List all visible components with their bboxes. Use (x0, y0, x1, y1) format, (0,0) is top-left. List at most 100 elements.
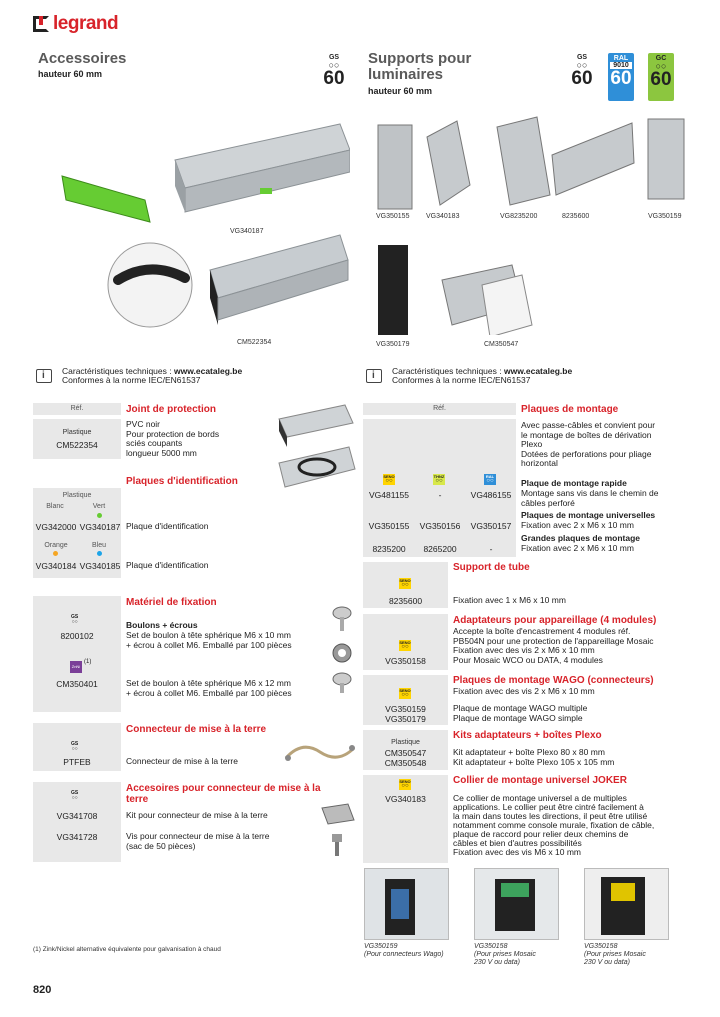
desc-line: Ce collier de montage universel a de mul… (453, 793, 627, 803)
desc-line: PVC noir (126, 419, 161, 429)
ring-icon: ○○ (435, 478, 443, 484)
mounting-plate-illustration (647, 118, 685, 200)
badge-sub: 9010 (610, 62, 632, 69)
caption-vg350155: VG350155 (376, 213, 410, 220)
footnote-marker: (1) (84, 659, 92, 665)
kits-ref-cell (363, 730, 448, 770)
rapide-desc: Montage sans vis dans le chemin de câble… (521, 488, 659, 508)
desc-line: Plexo (521, 439, 543, 449)
grandes-ref3: - (489, 544, 493, 554)
fixation-heading: Matériel de fixation (126, 597, 217, 608)
seno-label: SENO (383, 474, 395, 479)
left-product-illustrations (61, 123, 350, 328)
rapide-ref1: VG481155 (368, 490, 409, 500)
info-icon (366, 369, 382, 383)
adapt-desc: Accepte la boîte d'encastrement 4 module… (453, 626, 654, 665)
univ-bold: Plaques de montage universelles (521, 510, 656, 520)
acc-terre-desc1: Kit pour connecteur de mise à la terre (126, 810, 268, 820)
right-title-line2: luminaires (368, 66, 444, 83)
fixation-ref-cell (33, 596, 121, 712)
joint-zoom-circle (107, 242, 193, 328)
desc-line: Vis pour connecteur de mise à la terre (126, 831, 270, 841)
terre-heading: Connecteur de mise à la terre (126, 724, 267, 735)
joker-heading: Collier de montage universel JOKER (453, 775, 627, 786)
joint-ref: CM522354 (56, 440, 98, 450)
info-prefix: Caractéristiques techniques : (62, 366, 174, 376)
right-section-subtitle: hauteur 60 mm (368, 86, 433, 96)
kits-material: Plastique (391, 739, 420, 746)
tube-heading: Support de tube (453, 562, 530, 573)
photo-mosaic-adapter-1 (474, 868, 559, 940)
desc-line: le montage de boîtes de dérivation (521, 429, 652, 440)
ring-icon: ○○ (401, 582, 409, 588)
color-vert: Vert (92, 503, 106, 510)
ref-header: Réf. (70, 405, 84, 412)
desc-line: plaque de raccord pour relier deux chemi… (453, 829, 629, 839)
caption-vg8235200: VG8235200 (500, 213, 538, 220)
mounting-plate-illustration (377, 124, 413, 210)
acc-terre-ref1: VG341708 (56, 811, 98, 821)
seno-badge: SENO○○ (399, 688, 411, 699)
desc-line: Avec passe-câbles et convient pour (521, 420, 656, 430)
gs-mini-badge: GS○○ (71, 791, 78, 801)
caption-vg350179: VG350179 (376, 341, 410, 348)
ral-badge: RAL 9010 60 (608, 53, 634, 101)
joker-ref: VG340183 (385, 794, 426, 804)
color-blanc: Blanc (46, 503, 64, 510)
plaques-montage-intro: Avec passe-câbles et convient pour le mo… (521, 420, 656, 469)
desc-line: Dotées de perforations pour pliage (521, 448, 652, 459)
heading-line: Accesoires pour connecteur de mise à la (126, 783, 321, 794)
acc-terre-desc2: Vis pour connecteur de mise à la terre (… (126, 831, 270, 851)
photo-mosaic-adapter-2 (584, 868, 669, 940)
ref-header-cell (33, 403, 121, 415)
plaques-row1-desc: Plaque d'identification (126, 521, 209, 531)
badge-label: GS (328, 54, 340, 61)
cable-tray-joint-illustration (209, 234, 349, 325)
seno-label: SENO (399, 779, 411, 784)
page-number: 820 (33, 984, 52, 996)
info-standard: Conformes à la norme IEC/EN61537 (392, 375, 531, 385)
ring-icon: ○○ (655, 61, 667, 71)
caption-vg350159: VG350159 (648, 213, 682, 220)
seno-badge: SENO○○ (399, 578, 411, 589)
photo-code: VG350159 (364, 943, 398, 950)
badge-label: RAL (613, 55, 629, 62)
ring-icon: ○○ (71, 795, 78, 801)
brand-name: legrand (53, 13, 119, 34)
green-id-plate-illustration (61, 175, 151, 223)
plaques-ref-cell (33, 488, 121, 578)
desc-line: câbles et bien d'autres possibilités (453, 838, 582, 848)
info-standard: Conformes à la norme IEC/EN61537 (62, 375, 201, 385)
badge-number: 60 (650, 69, 672, 90)
wago-heading: Plaques de montage WAGO (connecteurs) (453, 675, 654, 686)
desc-line: notamment comme console murale, fixation… (453, 820, 655, 830)
gs-label: GS (71, 741, 79, 747)
ecataleg-link[interactable]: www.ecataleg.be (503, 366, 573, 376)
wago-ref-cell (363, 675, 448, 725)
caption-vg340183: VG340183 (426, 213, 460, 220)
univ-ref2: VG350156 (419, 521, 461, 531)
plaques-row2-ref2: VG340185 (79, 561, 121, 571)
wago-desc1: Plaque de montage WAGO multiple (453, 703, 588, 713)
ecataleg-link[interactable]: www.ecataleg.be (173, 366, 243, 376)
seno-label: SENO (399, 578, 411, 583)
rapide-bold: Plaque de montage rapide (521, 478, 627, 488)
desc-line: Montage sans vis dans le chemin de (521, 488, 659, 498)
plaques-heading: Plaques d'identification (126, 476, 238, 487)
kits-heading: Kits adaptateurs + boîtes Plexo (453, 730, 602, 741)
earth-connector-illustration (284, 745, 356, 761)
thnz-badge: THNZ○○ (433, 474, 445, 485)
photo-note: 230 V ou data) (474, 959, 520, 966)
desc-line: + écrou à collet M6. Emballé par 100 piè… (126, 639, 292, 650)
znni-badge: ZnNi (70, 661, 82, 673)
desc-line: Set de boulon à tête sphérique M6 x 12 m… (126, 678, 291, 688)
cable-tray-illustration (174, 123, 350, 213)
earth-kit-illustration (321, 803, 355, 856)
wago-intro: Fixation avec des vis 2 x M6 x 10 mm (453, 686, 595, 696)
gc-badge: GC ○○ 60 (648, 53, 674, 101)
color-bleu: Bleu (91, 542, 106, 549)
badge-number: 60 (571, 68, 593, 89)
caption-cm350547: CM350547 (484, 341, 519, 348)
left-section-subtitle: hauteur 60 mm (38, 69, 103, 79)
desc-line: Fixation avec des vis 2 x M6 x 10 mm (453, 645, 595, 655)
